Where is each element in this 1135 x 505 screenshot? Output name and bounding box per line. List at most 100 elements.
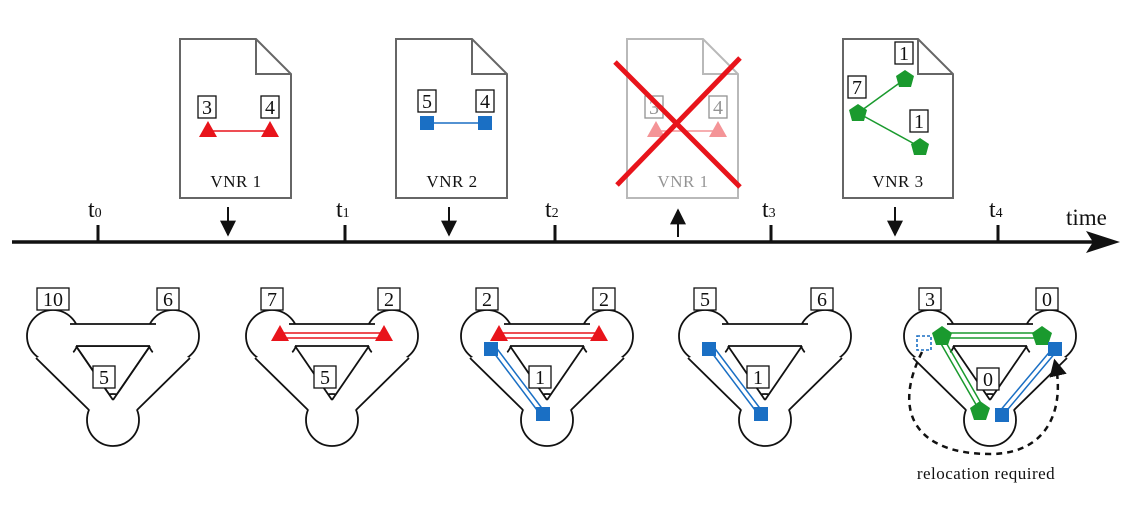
capacity-value: 0 (1042, 289, 1052, 311)
pentagon-node-icon (1032, 326, 1052, 345)
tick-label-main: t (88, 197, 95, 223)
svg-text:t2: t2 (545, 197, 559, 223)
pentagon-node-icon (849, 104, 867, 121)
tick-t4: t4 (989, 197, 1003, 242)
capacity-value: 6 (817, 289, 827, 311)
capacity-box (1035, 287, 1059, 311)
capacity-box (918, 287, 942, 311)
mapped-link (998, 348, 1053, 413)
mapped-link (712, 345, 763, 412)
request-doc-vnr2: 5 4 VNR 2 (395, 38, 508, 199)
capacity-value: 1 (535, 367, 545, 389)
triangle-node-icon (199, 121, 217, 137)
square-node-icon (478, 116, 492, 130)
request-label: VNR 1 (210, 172, 261, 191)
request-label: VNR 2 (426, 172, 477, 191)
capacity-box (260, 287, 284, 311)
capacity-value: 5 (320, 367, 330, 389)
tick-label-sub: 3 (769, 206, 776, 221)
tick-label-main: t (989, 197, 996, 223)
capacity-box (36, 287, 70, 311)
capacity-value: 2 (482, 289, 492, 311)
document-fold (255, 39, 291, 75)
capacity-value: 10 (43, 289, 63, 311)
node-demand: 3 (649, 97, 659, 119)
capacity-box (528, 365, 552, 389)
substrate-state-t4: 3 0 0 (903, 287, 1077, 456)
node-demand-box (197, 95, 217, 119)
cross-out-icon (615, 56, 742, 187)
substrate-state-t2: 2 2 1 (460, 287, 634, 447)
triangle-node-icon (261, 121, 279, 137)
square-node-icon (1048, 342, 1062, 356)
svg-text:t3: t3 (762, 197, 776, 223)
capacity-box (592, 287, 616, 311)
request-label: VNR 1 (657, 172, 708, 191)
capacity-value: 2 (599, 289, 609, 311)
node-demand: 4 (480, 91, 490, 113)
mapped-link (943, 338, 983, 406)
triangle-node-icon (490, 325, 508, 341)
substrate-node (305, 393, 359, 447)
capacity-value: 1 (753, 367, 763, 389)
square-node-icon (702, 342, 716, 356)
capacity-value: 0 (983, 369, 993, 391)
capacity-value: 3 (925, 289, 935, 311)
tick-label-sub: 4 (996, 206, 1003, 221)
node-demand: 3 (202, 97, 212, 119)
document-fold (917, 39, 953, 75)
node-demand-box (417, 89, 437, 113)
document-fold (471, 39, 507, 75)
svg-text:t4: t4 (989, 197, 1003, 223)
triangle-node-icon (590, 325, 608, 341)
capacity-box (746, 365, 770, 389)
mapped-link (708, 348, 759, 415)
substrate-node (86, 393, 140, 447)
square-node-icon (536, 407, 550, 421)
capacity-box (693, 287, 717, 311)
mapped-link (490, 348, 541, 415)
mapped-link (1002, 351, 1057, 416)
node-demand-box (260, 95, 280, 119)
tick-t0: t0 (88, 197, 102, 242)
triangle-node-icon (271, 325, 289, 341)
svg-text:t1: t1 (336, 197, 350, 223)
virtual-link (857, 112, 921, 148)
capacity-box (377, 287, 401, 311)
pentagon-node-icon (911, 138, 929, 155)
capacity-box (976, 367, 1000, 391)
document-icon (395, 38, 508, 199)
capacity-box (810, 287, 834, 311)
relocation-label: relocation required (917, 464, 1055, 483)
capacity-value: 2 (384, 289, 394, 311)
time-axis-arrowhead (1086, 231, 1120, 253)
capacity-box (313, 365, 337, 389)
request-doc-vnr3: 7 1 1 VNR 3 (842, 38, 954, 199)
node-demand: 7 (852, 77, 862, 99)
node-demand-box (894, 41, 914, 65)
document-icon (842, 38, 954, 199)
tick-label-sub: 0 (95, 206, 102, 221)
capacity-value: 6 (163, 289, 173, 311)
square-node-icon (420, 116, 434, 130)
mapped-link (939, 341, 979, 409)
node-demand-box (708, 95, 728, 119)
tick-label-sub: 1 (343, 206, 350, 221)
tick-label-main: t (336, 197, 343, 223)
tick-label-main: t (762, 197, 769, 223)
substrate-state-t0: 10 6 5 (26, 287, 200, 447)
virtual-link (857, 78, 906, 114)
tick-label-main: t (545, 197, 552, 223)
pentagon-node-icon (896, 70, 914, 87)
node-demand: 1 (899, 43, 909, 65)
square-node-icon (995, 408, 1009, 422)
timeline: time t0 t1 t2 t3 t4 (12, 197, 1120, 253)
request-label: VNR 3 (872, 172, 923, 191)
request-doc-vnr1: 3 4 VNR 1 (179, 38, 292, 199)
capacity-box (92, 365, 116, 389)
tick-t3: t3 (762, 197, 776, 242)
tick-t1: t1 (336, 197, 350, 242)
tick-label-sub: 2 (552, 206, 559, 221)
node-demand: 4 (265, 97, 275, 119)
